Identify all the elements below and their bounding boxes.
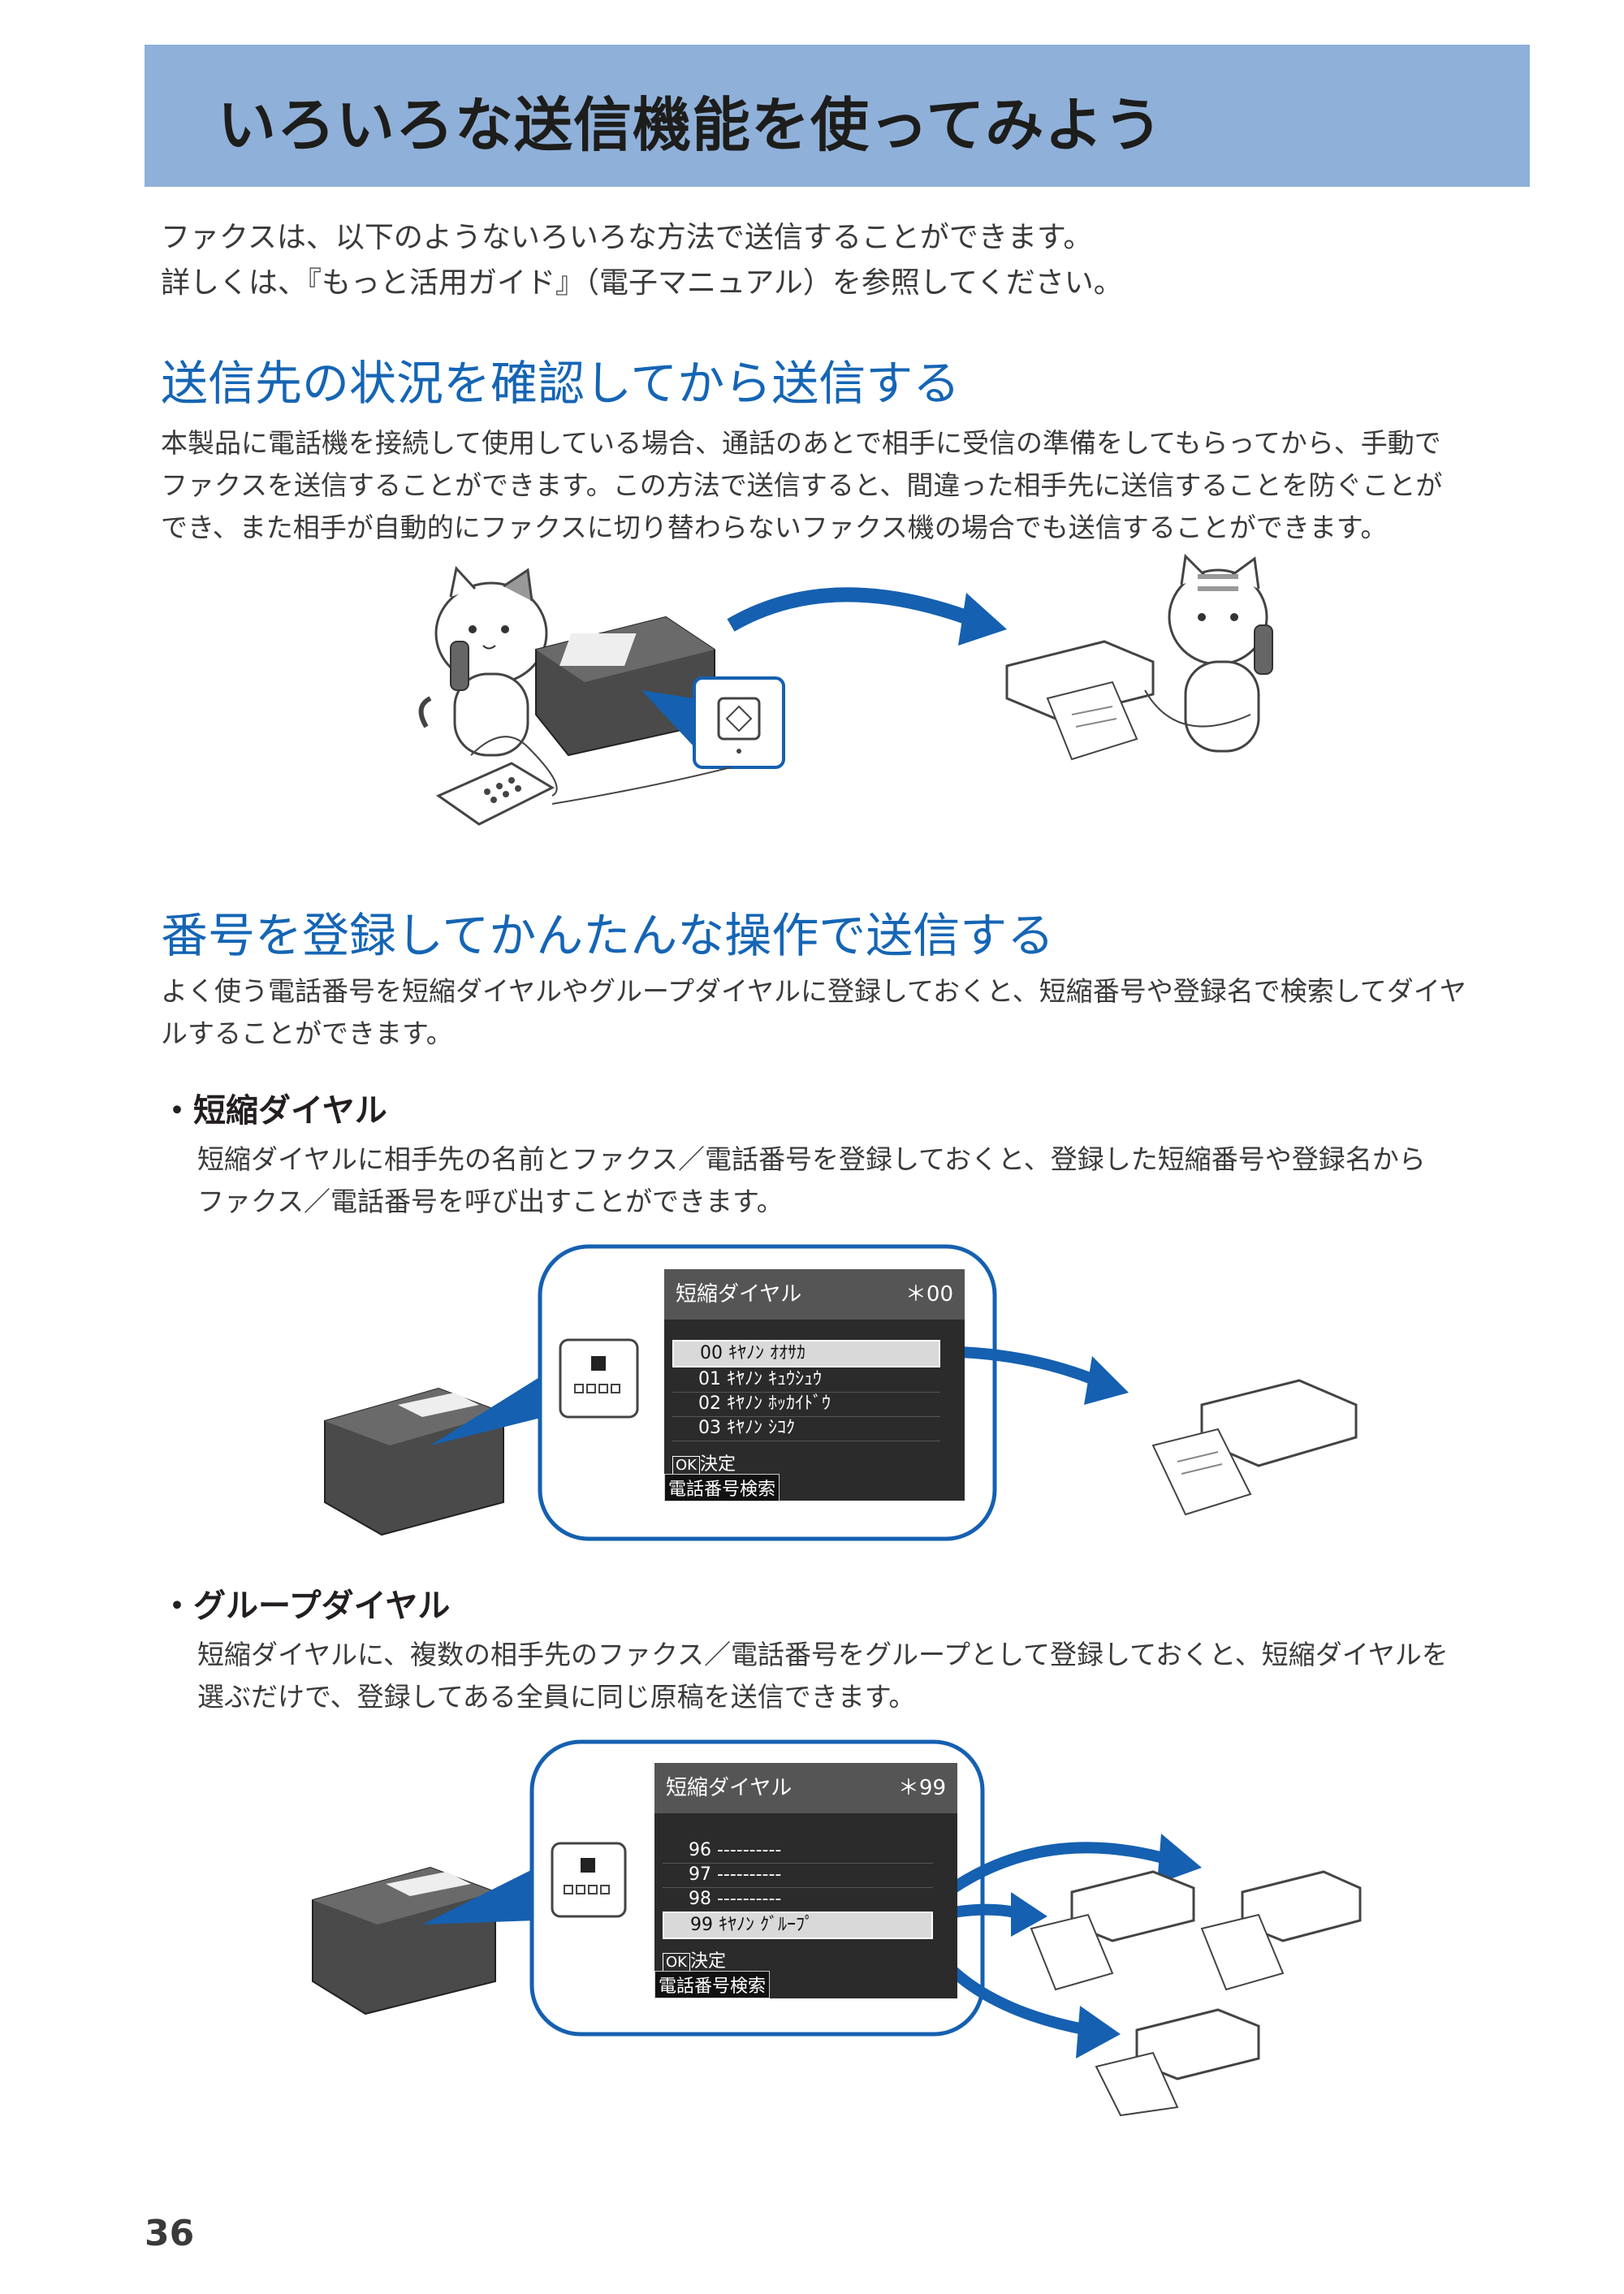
- bullet-speed-dial: ・短縮ダイヤル: [161, 1092, 387, 1130]
- lcd-row[interactable]: 98 ----------: [663, 1887, 933, 1912]
- printer-speed-dial: [324, 1387, 504, 1536]
- speed-dial-body-line-2: ファクス／電話番号を呼び出すことができます。: [197, 1186, 784, 1217]
- group-dial-key: [551, 1842, 627, 1918]
- section-heading-check-then-send: 送信先の状況を確認してから送信する: [161, 356, 961, 411]
- lcd-row[interactable]: 01 ｷﾔﾉﾝ ｷｭｳｼｭｳ: [672, 1367, 940, 1393]
- section2-body-line-1: よく使う電話番号を短縮ダイヤルやグループダイヤルに登録しておくと、短縮番号や登録…: [161, 975, 1466, 1007]
- fax-recipient-2: [1200, 1870, 1362, 1991]
- intro-line-1: ファクスは、以下のようないろいろな方法で送信することができます。: [161, 221, 1093, 254]
- lcd-group-dial: 短縮ダイヤル ＊99 96 ---------- 97 ---------- 9…: [654, 1763, 957, 1998]
- lcd-search-label: 電話番号検索: [664, 1474, 780, 1501]
- lcd-search-label: 電話番号検索: [654, 1971, 771, 1998]
- intro-line-2: 詳しくは、『もっと活用ガイド』（電子マニュアル）を参照してください。: [161, 266, 1123, 300]
- bullet-group-dial: ・グループダイヤル: [161, 1588, 451, 1625]
- send-arrow: [727, 587, 969, 632]
- section1-body-line-1: 本製品に電話機を接続して使用している場合、通話のあとで相手に受信の準備をしてもら…: [161, 427, 1441, 459]
- speed-dial-key: [559, 1338, 639, 1419]
- lcd-title: 短縮ダイヤル ＊99: [654, 1763, 957, 1813]
- title-banner: いろいろな送信機能を使ってみよう: [145, 45, 1530, 187]
- lcd-row[interactable]: 03 ｷﾔﾉﾝ ｼｺｸ: [672, 1416, 940, 1441]
- start-button-callout: [641, 676, 785, 769]
- telephone-base: [435, 762, 555, 826]
- page-number: 36: [145, 2213, 195, 2254]
- manual-send-illustration: [418, 553, 1273, 826]
- fax-recipient: [1151, 1379, 1358, 1516]
- section2-body-line-2: ルすることができます。: [161, 1017, 453, 1049]
- lcd-row-selected[interactable]: 99 ｷﾔﾉﾝ ｸﾞﾙｰﾌﾟ: [663, 1912, 933, 1939]
- fax-recipient-3: [1095, 2008, 1260, 2117]
- cat-caller-right: [1168, 553, 1273, 753]
- lcd-row[interactable]: 96 ----------: [663, 1838, 933, 1864]
- section1-body-line-3: でき、また相手が自動的にファクスに切り替わらないファクス機の場合でも送信すること…: [161, 512, 1388, 543]
- fax-recipient-1: [1030, 1870, 1195, 1991]
- group-dial-body-line-2: 選ぶだけで、登録してある全員に同じ原稿を送信できます。: [197, 1681, 916, 1713]
- lcd-speed-dial: 短縮ダイヤル ＊00 00 ｷﾔﾉﾝ ｵｵｻｶ 01 ｷﾔﾉﾝ ｷｭｳｼｭｳ 0…: [664, 1269, 965, 1501]
- recipient-fax: [1005, 640, 1155, 761]
- lcd-row[interactable]: 02 ｷﾔﾉﾝ ﾎｯｶｲﾄﾞｳ: [672, 1392, 940, 1417]
- lcd-row[interactable]: 97 ----------: [663, 1863, 933, 1888]
- page-title: いろいろな送信機能を使ってみよう: [218, 91, 1164, 159]
- section-heading-register-and-send: 番号を登録してかんたんな操作で送信する: [161, 908, 1055, 963]
- speed-dial-body-line-1: 短縮ダイヤルに相手先の名前とファクス／電話番号を登録しておくと、登録した短縮番号…: [197, 1143, 1426, 1175]
- section1-body-line-2: ファクスを送信することができます。この方法で送信すると、間違った相手先に送信する…: [161, 469, 1443, 501]
- lcd-row-selected[interactable]: 00 ｷﾔﾉﾝ ｵｵｻｶ: [672, 1340, 940, 1367]
- lcd-title: 短縮ダイヤル ＊00: [664, 1269, 965, 1320]
- cat-caller-left: [418, 565, 548, 757]
- printer-group-dial: [312, 1866, 496, 2015]
- group-dial-body-line-1: 短縮ダイヤルに、複数の相手先のファクス／電話番号をグループとして登録しておくと、…: [197, 1639, 1449, 1670]
